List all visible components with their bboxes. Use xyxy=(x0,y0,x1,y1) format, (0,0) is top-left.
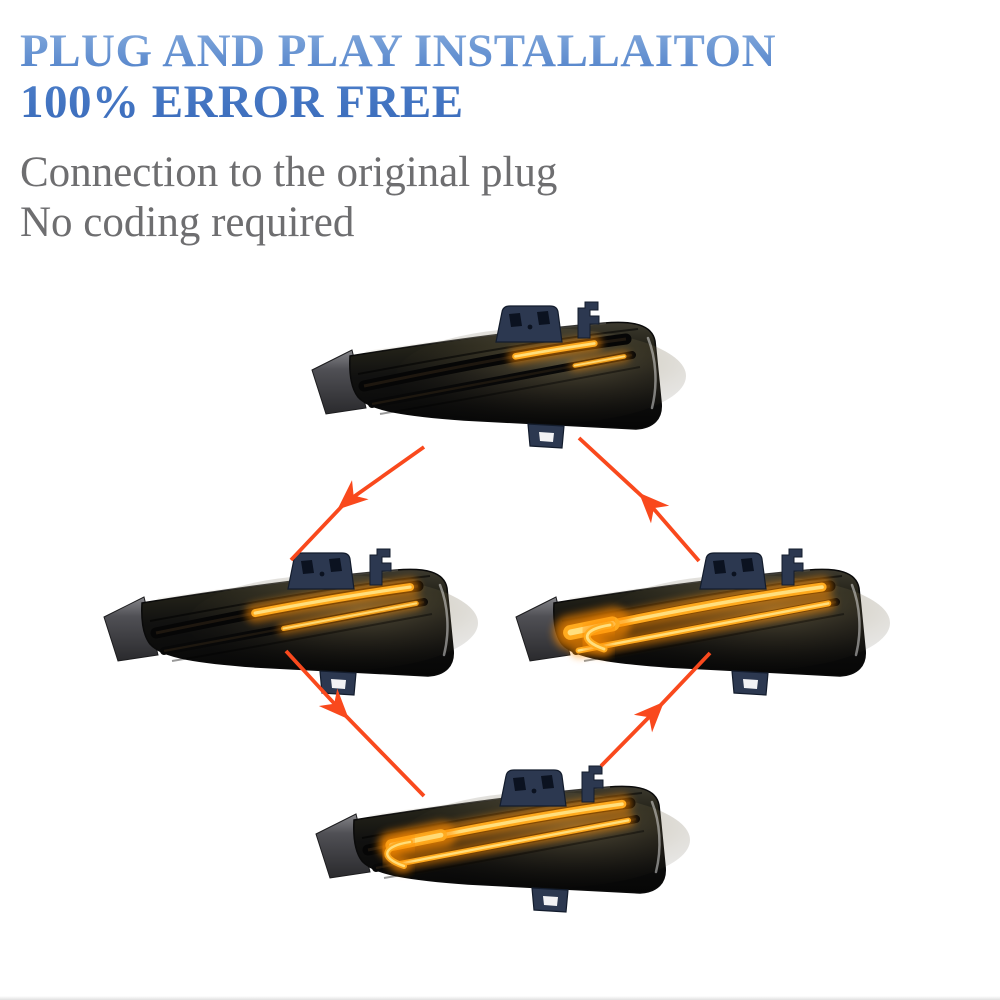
housing-reflection xyxy=(850,583,861,657)
turn-signal-photo-stage-3 xyxy=(310,760,694,922)
mount-bracket-main xyxy=(699,552,767,590)
mount-bracket-hook xyxy=(581,765,604,803)
mount-bracket-hook xyxy=(781,548,804,586)
turn-signal-photo-sequence-mid xyxy=(103,548,478,696)
headline-line-1: PLUG AND PLAY INSTALLAITON xyxy=(20,25,777,77)
subheadline-line-1: Connection to the original plug xyxy=(20,149,558,196)
mount-bracket-main xyxy=(287,552,355,590)
housing-reflection xyxy=(650,800,661,874)
headline-line-2: 100% ERROR FREE xyxy=(20,76,464,128)
turn-signal-photo-sequence-peak xyxy=(515,548,890,696)
housing-reflection xyxy=(646,336,657,410)
headline: PLUG AND PLAY INSTALLAITON 100% ERROR FR… xyxy=(20,26,776,128)
mount-bracket-main xyxy=(499,769,567,807)
mount-bracket-hook xyxy=(577,301,600,339)
subheadline-line-2: No coding required xyxy=(20,199,355,246)
turn-signal-photo-sequence-full xyxy=(315,765,690,913)
turn-signal-photo-stage-2 xyxy=(98,543,482,705)
turn-signal-photo-sequence-start xyxy=(311,301,686,449)
subheadline: Connection to the original plug No codin… xyxy=(20,148,557,248)
housing-reflection xyxy=(438,583,449,657)
turn-signal-photo-stage-4 xyxy=(510,543,894,705)
mount-bracket-main xyxy=(495,305,563,343)
turn-signal-photo-stage-1 xyxy=(306,296,690,458)
image-crop-edge xyxy=(0,996,1000,1000)
